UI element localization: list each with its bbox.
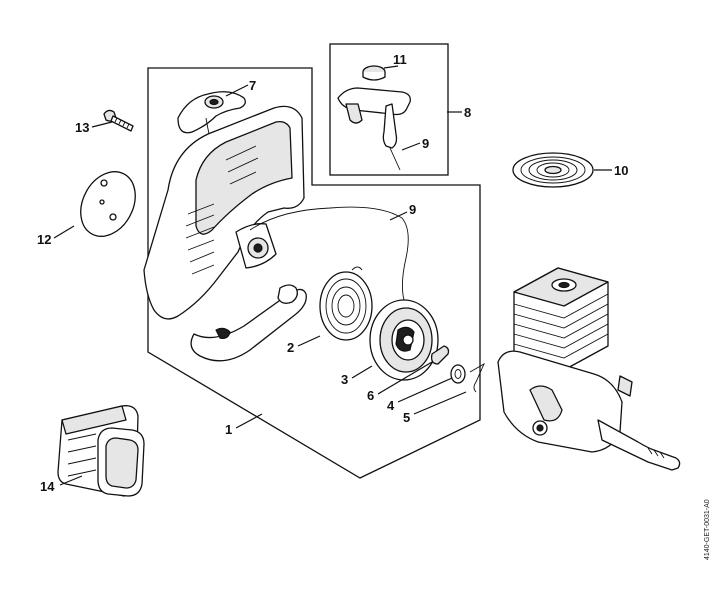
callout-1: 1 [225,422,232,437]
callout-6: 6 [367,388,374,403]
callout-9-lower: 9 [409,202,416,217]
callout-5: 5 [403,410,410,425]
part-6-pawl [430,345,450,365]
callout-12: 12 [37,232,51,247]
callout-4: 4 [387,398,395,413]
document-id: 4140-GET-0031-A0 [704,499,711,560]
part-3-rope-rotor [369,299,439,381]
part-5-retaining-spring [469,362,485,393]
part-11-cap [362,65,386,81]
assembly-frame-1 [147,67,481,479]
part-12-cover-plate [80,171,136,237]
callout-14: 14 [40,479,55,494]
callout-3: 3 [341,372,348,387]
fan-housing [143,105,307,362]
callout-10: 10 [614,163,628,178]
part-13-screw [103,109,134,132]
callout-9-upper: 9 [422,136,429,151]
callout-11: 11 [393,52,407,67]
assembly-frame-8 [329,43,449,176]
callout-7: 7 [249,78,256,93]
part-10-flat-spring [512,152,594,188]
engine-assembly [497,267,681,471]
callout-13: 13 [75,120,89,135]
callout-8: 8 [464,105,471,120]
part-14-adapter [57,405,145,497]
part-4-washer [450,364,466,384]
part-2-rewind-spring [319,266,373,341]
leader-lines [53,65,612,486]
callout-2: 2 [287,340,294,355]
callout-labels: 13 12 7 11 8 9 10 9 2 3 6 4 5 1 14 [37,52,628,494]
part-8-handle [337,87,411,171]
